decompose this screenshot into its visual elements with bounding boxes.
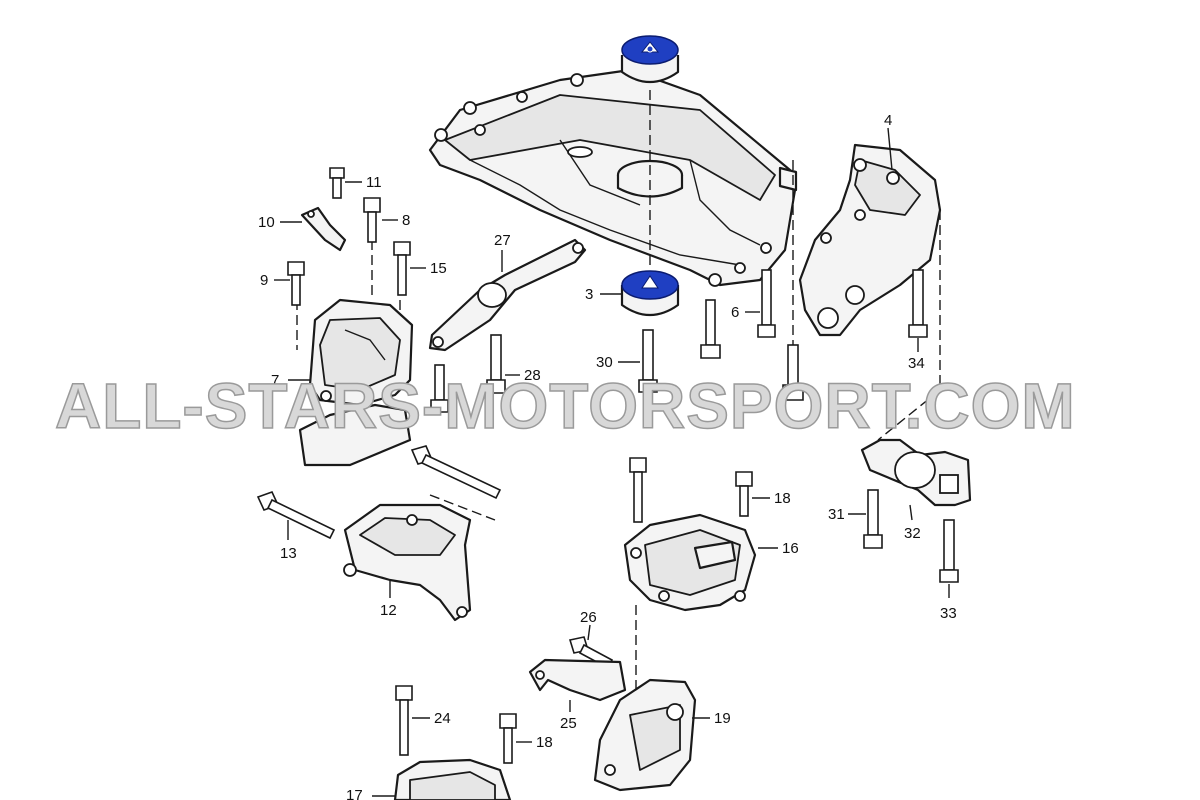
- bolt-6: 6: [700, 269, 776, 359]
- label-6: 6: [731, 304, 739, 321]
- bolt-28b: [430, 364, 449, 413]
- label-34: 34: [908, 355, 925, 372]
- label-4: 4: [884, 112, 892, 129]
- bolt-31: 31: [828, 489, 883, 549]
- bolt-12-long: [410, 445, 502, 500]
- label-3: 3: [585, 286, 593, 303]
- label-13: 13: [280, 545, 297, 562]
- label-27: 27: [494, 232, 511, 249]
- label-32: 32: [904, 525, 921, 542]
- label-25: 25: [560, 715, 577, 732]
- bolt-8: 8: [363, 197, 410, 243]
- bracket-25: 25: [528, 658, 627, 732]
- bracket-19: 19: [593, 678, 731, 792]
- label-18-lower: 18: [536, 734, 553, 751]
- bracket-32: [860, 438, 972, 507]
- label-18-upper: 18: [774, 490, 791, 507]
- bolt-28: 28: [486, 334, 541, 394]
- label-26: 26: [580, 609, 597, 626]
- label-30: 30: [596, 354, 613, 371]
- bolt-11: 11: [329, 167, 382, 199]
- label-31: 31: [828, 506, 845, 523]
- bracket-12: 12: [343, 503, 472, 622]
- bolt-33: 33: [939, 519, 959, 622]
- label-9: 9: [260, 272, 268, 289]
- bracket-10: 10: [258, 206, 347, 252]
- link-arm-27: 27: [428, 232, 587, 352]
- label-7: 7: [271, 372, 279, 389]
- bolt-13: 13: [256, 491, 336, 562]
- bolt-24: 24: [395, 685, 451, 756]
- label-8: 8: [402, 212, 410, 229]
- engine-mount-7: 7: [271, 298, 414, 467]
- label-12: 12: [380, 602, 397, 619]
- bolt-right-long: [782, 344, 804, 401]
- label-28: 28: [524, 367, 541, 384]
- label-19: 19: [714, 710, 731, 727]
- subframe: [428, 68, 798, 287]
- top-bushing: [620, 35, 680, 83]
- label-33: 33: [940, 605, 957, 622]
- watermark: ALL-STARS-MOTORSPORT.COM: [55, 370, 1076, 442]
- label-16: 16: [782, 540, 799, 557]
- bolt-18-lower: 18: [499, 713, 553, 764]
- label-10: 10: [258, 214, 275, 231]
- label-15: 15: [430, 260, 447, 277]
- bolt-16-top: [629, 457, 647, 523]
- label-24: 24: [434, 710, 451, 727]
- bracket-4: 4: [798, 112, 942, 337]
- label-17: 17: [346, 787, 363, 800]
- bolt-26: 26: [568, 609, 614, 670]
- bolt-34: 34: [908, 269, 928, 372]
- bolt-9: 9: [260, 261, 305, 306]
- mount-17: 17: [346, 758, 512, 800]
- bushing-3: 3: [585, 270, 680, 316]
- transmission-mount-16: 16: [623, 513, 799, 612]
- bolt-18-upper: 18: [735, 471, 791, 517]
- label-11: 11: [366, 174, 382, 191]
- bolt-30: 30: [596, 329, 658, 393]
- bolt-15: 15: [393, 241, 447, 296]
